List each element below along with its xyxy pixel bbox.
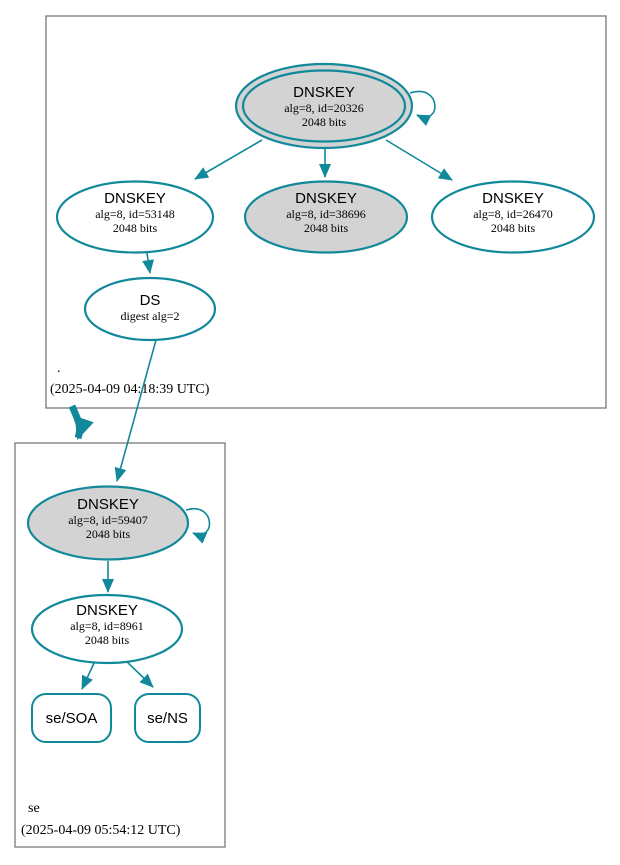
edge-zsk53148-to-ds (142, 252, 155, 274)
node-detail: 2048 bits (302, 115, 347, 129)
node-title: DNSKEY (295, 190, 357, 207)
node-ellipse (243, 180, 409, 254)
node-title: DS (140, 292, 161, 309)
rrset-label: se/NS (147, 710, 188, 727)
node-dnskey-53148[interactable]: DNSKEY alg=8, id=53148 2048 bits (55, 180, 215, 254)
node-rrset-se-soa[interactable]: se/SOA (31, 693, 112, 743)
rrset-label: se/SOA (46, 710, 98, 727)
edge-ksk59407-self-sign (185, 507, 211, 544)
node-detail: 2048 bits (304, 221, 349, 235)
edge-zsk8961-to-soa (81, 660, 96, 690)
node-ellipse (83, 276, 217, 342)
node-detail: digest alg=2 (120, 309, 179, 323)
node-detail: alg=8, id=38696 (286, 207, 366, 221)
zone-timestamp-root: (2025-04-09 04:18:39 UTC) (50, 382, 210, 397)
edge-ksk20326-self-sign (409, 90, 436, 127)
edge-zsk8961-to-ns (123, 658, 154, 688)
zone-border-se (14, 442, 226, 848)
edge-ksk20326-to-zsk26470 (385, 139, 453, 181)
node-dnskey-26470[interactable]: DNSKEY alg=8, id=26470 2048 bits (430, 180, 596, 254)
zone-box-se: se (2025-04-09 05:54:12 UTC) (14, 442, 226, 848)
edge-ksk20326-to-zsk53148 (194, 139, 263, 180)
node-dnskey-38696[interactable]: DNSKEY alg=8, id=38696 2048 bits (243, 180, 409, 254)
node-title: DNSKEY (293, 84, 355, 101)
rrset-box (134, 693, 201, 743)
node-detail: 2048 bits (491, 221, 536, 235)
node-detail: 2048 bits (113, 221, 158, 235)
zone-border-root (45, 15, 607, 409)
node-title: DNSKEY (76, 602, 138, 619)
node-ellipse (30, 593, 184, 665)
node-detail: alg=8, id=59407 (68, 513, 148, 527)
node-detail: alg=8, id=8961 (70, 619, 144, 633)
node-title: DNSKEY (104, 190, 166, 207)
node-rrset-se-ns[interactable]: se/NS (134, 693, 201, 743)
edge-ds-to-dnskey59407 (114, 339, 157, 482)
node-detail: alg=8, id=53148 (95, 207, 175, 221)
node-dnskey-8961[interactable]: DNSKEY alg=8, id=8961 2048 bits (30, 593, 184, 665)
ksk-outer-ellipse (234, 62, 414, 150)
node-ellipse (430, 180, 596, 254)
zone-timestamp-se: (2025-04-09 05:54:12 UTC) (21, 823, 181, 838)
rrset-box (31, 693, 112, 743)
node-ellipse (26, 485, 190, 561)
zone-name-root: . (57, 361, 61, 376)
node-detail: alg=8, id=26470 (473, 207, 553, 221)
node-dnskey-20326[interactable]: DNSKEY alg=8, id=20326 2048 bits (234, 62, 414, 150)
node-ds-digest2[interactable]: DS digest alg=2 (83, 276, 217, 342)
node-title: DNSKEY (482, 190, 544, 207)
ksk-inner-ellipse (241, 69, 407, 143)
node-detail: alg=8, id=20326 (284, 101, 364, 115)
edge-delegation-root-to-se (68, 404, 94, 440)
node-title: DNSKEY (77, 496, 139, 513)
node-detail: 2048 bits (86, 527, 131, 541)
node-detail: 2048 bits (85, 633, 130, 647)
node-dnskey-59407[interactable]: DNSKEY alg=8, id=59407 2048 bits (26, 485, 190, 561)
zone-box-root: . (2025-04-09 04:18:39 UTC) (45, 15, 607, 409)
node-ellipse (55, 180, 215, 254)
zone-name-se: se (28, 801, 40, 816)
